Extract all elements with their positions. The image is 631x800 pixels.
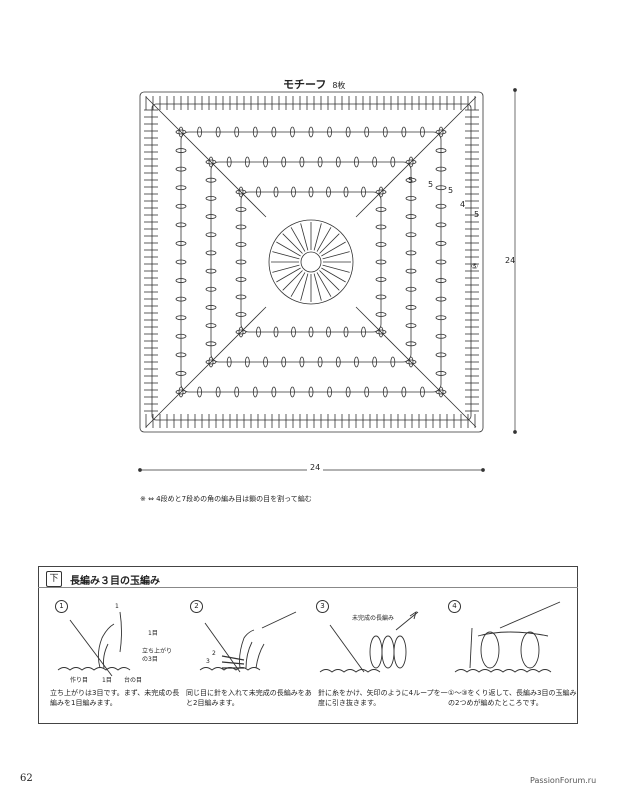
start-marker: ⑤	[471, 262, 479, 271]
motif-title-text: モチーフ	[283, 78, 327, 91]
technique-symbol-icon: 下	[46, 571, 62, 587]
step1-label-turning-chain: 立ち上がりの3目	[142, 648, 173, 663]
motif-count: 8枚	[332, 81, 346, 90]
technique-title: 長編み３目の玉編み	[70, 576, 160, 587]
row-marker: 4	[460, 200, 466, 209]
row-marker: 5	[408, 176, 414, 185]
width-label: 24	[307, 463, 324, 472]
step-number: 3	[316, 600, 329, 613]
step-number: 2	[190, 600, 203, 613]
step3-caption: 針に糸をかけ、矢印のように4ループを一度に引き抜きます。	[318, 689, 448, 707]
step2-label-two: 2	[212, 650, 216, 657]
step1-label-foundation: 作り目	[70, 677, 89, 684]
step1-label-one-stitch: 1目	[102, 677, 112, 684]
row-marker: 5	[474, 210, 480, 219]
step2-label-three: 3	[206, 658, 210, 665]
technique-header	[38, 566, 578, 588]
step3-label-unfinished: 未完成の長編み	[352, 615, 395, 622]
watermark: PassionForum.ru	[530, 776, 597, 785]
row-marker: 5	[448, 186, 454, 195]
step-number: 4	[448, 600, 461, 613]
step4-caption: ①～③をくり返して、長編み3目の玉編みの2つめが編めたところです。	[448, 689, 577, 707]
height-label: 24	[505, 256, 516, 265]
step1-label-first-stitch: 1目	[148, 630, 158, 637]
step1-label-base: 台の目	[124, 677, 143, 684]
motif-note: ※ ⇔ 4段めと7段めの角の編み目は鎖の目を割って編む	[140, 495, 312, 503]
technique-box	[38, 566, 578, 724]
row-marker: 5	[428, 180, 434, 189]
step1-label-one: 1	[115, 603, 119, 610]
step1-caption: 立ち上がりは3目です。まず、未完成の長編みを1目編みます。	[50, 689, 180, 707]
motif-title: モチーフ 8枚	[283, 76, 345, 92]
step2-caption: 同じ目に針を入れて未完成の長編みをあと2目編みます。	[186, 689, 312, 707]
page-number: 62	[20, 773, 33, 784]
step-number: 1	[55, 600, 68, 613]
